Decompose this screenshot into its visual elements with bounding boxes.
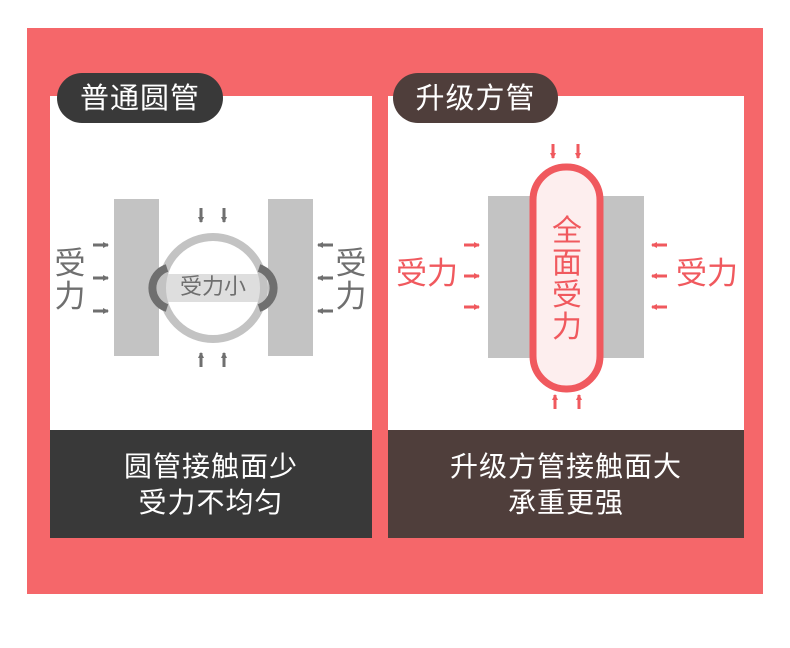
right-force-label: 受力 xyxy=(335,246,367,315)
bottom-arrows xyxy=(198,352,227,367)
contact-left-arc xyxy=(148,264,169,312)
round-caption-line2: 受力不均匀 xyxy=(138,486,284,519)
round-caption-line1: 圆管接触面少 xyxy=(123,450,298,483)
right-clamp-bar xyxy=(268,199,313,356)
weak-force-label: 受力小 xyxy=(179,275,246,300)
right-side-arrows-red xyxy=(651,242,667,310)
left-force-label-red: 受力 xyxy=(396,256,458,292)
square-caption-line1: 升级方管接触面大 xyxy=(449,450,682,483)
top-arrows-red xyxy=(550,144,581,159)
round-tube-caption: 圆管接触面少 受力不均匀 xyxy=(50,430,372,538)
left-side-arrows xyxy=(93,242,109,314)
left-force-label: 受力 xyxy=(54,246,86,315)
right-force-label-red: 受力 xyxy=(676,256,738,292)
right-clamp-bar-square xyxy=(599,196,644,358)
round-tube-tag: 普通圆管 xyxy=(57,73,223,123)
bottom-arrows-red xyxy=(552,394,582,409)
right-side-arrows xyxy=(317,242,333,314)
contact-band xyxy=(162,274,264,302)
contact-right-arc xyxy=(257,264,278,312)
square-caption-line2: 承重更强 xyxy=(507,486,624,519)
square-tube-caption: 升级方管接触面大 承重更强 xyxy=(388,430,744,538)
square-tube-tag: 升级方管 xyxy=(393,73,558,123)
top-arrows xyxy=(198,208,227,223)
full-force-label: 全面受力 xyxy=(552,214,582,345)
left-side-arrows-red xyxy=(464,242,480,310)
left-clamp-bar-square xyxy=(488,196,533,358)
square-tube-icon xyxy=(529,163,604,393)
